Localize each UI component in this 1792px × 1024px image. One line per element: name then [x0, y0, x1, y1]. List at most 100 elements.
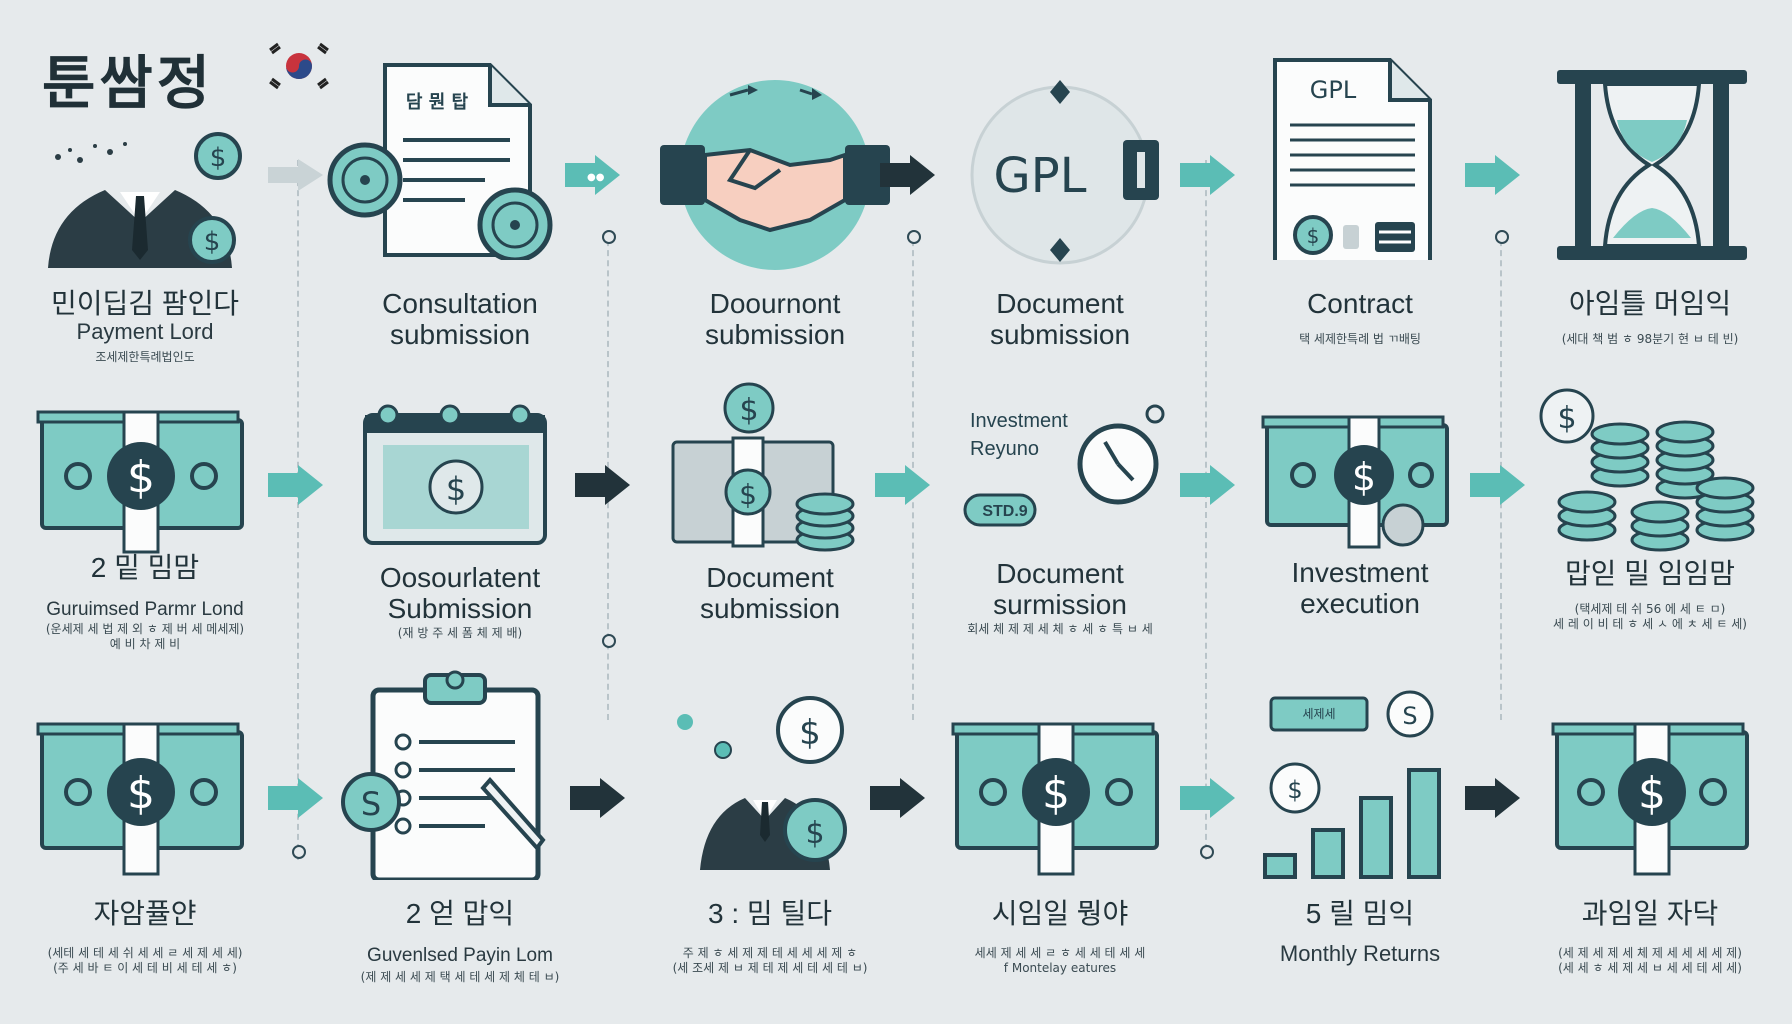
svg-text:$: $: [739, 478, 757, 511]
status-pill: 세제세: [1302, 707, 1336, 721]
svg-text:$: $: [1638, 768, 1666, 819]
step-note: (운세제 세 법 제 외 ㅎ 제 버 세 메세제) 예 비 차 제 비: [45, 622, 245, 651]
overlay-text: Reyuno: [970, 438, 1039, 460]
businessman-coins-icon: $ $: [677, 696, 847, 870]
step-label: Contract: [1307, 288, 1413, 319]
step-label: 3 : 밈 틸다: [708, 898, 832, 929]
svg-text:$: $: [805, 816, 824, 851]
coin-stacks-icon: $: [1539, 388, 1755, 552]
step-label: 시임일 뭥야: [991, 898, 1129, 929]
step-note: 택 세제한특례 법 ㄲ배팅: [1299, 332, 1421, 346]
arrow-right-icon: [1465, 778, 1520, 818]
svg-text:●●: ●●: [587, 172, 605, 183]
doc-heading: 담 뭔 탑: [406, 91, 469, 113]
step-label: 과임일 자닥: [1581, 898, 1719, 929]
svg-text:$: $: [739, 393, 758, 428]
gpl-text: GPL: [994, 148, 1087, 204]
step-label: Document surmission: [993, 558, 1127, 620]
step-label: Oosourlatent Submission: [379, 562, 541, 624]
step-note: 회세 체 제 제 세 체 ㅎ 세 ㅎ 특 ㅂ 세: [967, 622, 1153, 636]
money-stack-icon: $: [951, 722, 1159, 876]
arrow-right-icon: [1180, 155, 1235, 195]
arrow-right-icon: [875, 465, 930, 505]
svg-text:$: $: [446, 470, 466, 508]
step-note: (세 제 세 제 세 체 제 세 세 세 세 제) (세 세 ㅎ 세 제 세 ㅂ…: [1558, 946, 1742, 975]
arrow-right-icon: [268, 778, 323, 818]
svg-text:$: $: [127, 768, 155, 819]
connector-dot: [1495, 230, 1509, 244]
step-label: 아임틀 머임익: [1568, 288, 1732, 319]
step-label: 2 얻 맙익: [405, 898, 515, 929]
status-badge: STD.9: [982, 503, 1028, 520]
svg-text:$: $: [1352, 455, 1376, 499]
arrow-right-icon: [1180, 465, 1235, 505]
svg-text:$: $: [1557, 401, 1576, 436]
step-label: Investment execution: [1291, 557, 1429, 619]
korean-flag-icon: [269, 42, 329, 90]
arrow-right-icon: [575, 465, 630, 505]
svg-text:$: $: [1307, 224, 1320, 248]
page-title: 툰쌈정: [42, 49, 215, 117]
step-label: Document submission: [989, 288, 1131, 350]
handshake-icon: [660, 80, 890, 270]
doc-heading: GPL: [1310, 76, 1357, 104]
step-sublabel: Monthly Returns: [1279, 941, 1441, 966]
connector-dot: [292, 845, 306, 859]
money-stack-icon: $: [36, 722, 244, 876]
checklist-clipboard-icon: S: [341, 670, 546, 880]
svg-text:$: $: [1042, 768, 1070, 819]
connector-dot: [602, 230, 616, 244]
step-note: (재 방 주 세 폼 체 제 배): [397, 626, 523, 640]
step-label: 맙읻 밀 임임맘: [1564, 558, 1736, 589]
step-note: 조세제한특례법인도: [95, 350, 195, 364]
svg-text:$: $: [799, 713, 821, 753]
money-stack-icon: $: [36, 410, 244, 554]
money-stack-icon: $: [1551, 722, 1749, 876]
arrow-right-icon: [1180, 778, 1235, 818]
step-note: (제 제 세 세 제 택 세 테 세 제 체 테 ㅂ): [360, 970, 560, 984]
step-sublabel: Guruimsed Parmr Lond: [46, 599, 244, 620]
step-note: (세테 세 테 세 쉬 세 세 ㄹ 세 제 세 세) (주 세 바 ㅌ 이 세 …: [47, 946, 243, 975]
step-note: (택세제 테 쉬 56 에 세 ㅌ ㅁ) 세 레 이 비 테 ㅎ 세 ㅅ 에 ㅊ…: [1553, 602, 1747, 631]
arrow-right-icon: [880, 155, 935, 195]
investment-clock-icon: [963, 404, 1165, 527]
connector-dot: [1200, 845, 1214, 859]
step-label: 민이딥김 팜인다: [50, 288, 240, 319]
svg-text:S: S: [1402, 702, 1417, 730]
step-label: Doournont submission: [704, 288, 846, 350]
connector-line: [1205, 160, 1207, 860]
connector-dot: [602, 634, 616, 648]
money-coin-icon: $: [1261, 415, 1449, 549]
step-sublabel: Guvenlsed Payin Lom: [367, 945, 553, 966]
arrow-right-icon: [570, 778, 625, 818]
step-label: 자암퓰얀: [93, 898, 197, 929]
step-note: 주 제 ㅎ 세 제 제 테 세 세 세 제 ㅎ (세 조세 제 ㅂ 제 테 제 …: [672, 946, 868, 975]
step-sublabel: Payment Lord: [76, 319, 214, 344]
svg-text:$: $: [210, 143, 227, 173]
businessman-with-coins-icon: $ $: [48, 132, 242, 268]
connector-line: [297, 160, 299, 860]
connector-dot: [907, 230, 921, 244]
arrow-right-icon: [1470, 465, 1525, 505]
hourglass-icon: [1557, 70, 1747, 260]
step-label: Document submission: [699, 562, 841, 624]
svg-text:$: $: [1287, 776, 1302, 804]
step-label: Consultation submission: [382, 288, 538, 350]
arrow-right-icon: [268, 465, 323, 505]
contract-document-icon: GPL $: [1273, 58, 1432, 260]
overlay-text: Investment: [970, 410, 1068, 432]
svg-text:$: $: [204, 227, 221, 257]
step-note: (세대 책 범 ㅎ 98분기 현 ㅂ 테 빈): [1561, 332, 1739, 346]
arrow-right-icon: [268, 159, 323, 191]
arrow-right-icon: [1465, 155, 1520, 195]
svg-text:S: S: [361, 785, 381, 823]
step-note: 세세 제 세 세 ㄹ ㅎ 세 세 테 세 세 f Montelay eature…: [974, 946, 1146, 975]
calendar-payment-icon: $: [363, 404, 547, 545]
svg-text:$: $: [127, 452, 155, 503]
growth-chart-icon: S $: [1263, 690, 1441, 879]
step-label: 2 밑 밈맘: [90, 552, 200, 583]
consultation-document-icon: 담 뭔 탑: [327, 63, 553, 260]
arrow-right-icon: ●●: [565, 155, 620, 195]
gpl-circle-icon: GPL: [970, 80, 1159, 265]
money-coins-icon: $ $: [671, 382, 855, 552]
